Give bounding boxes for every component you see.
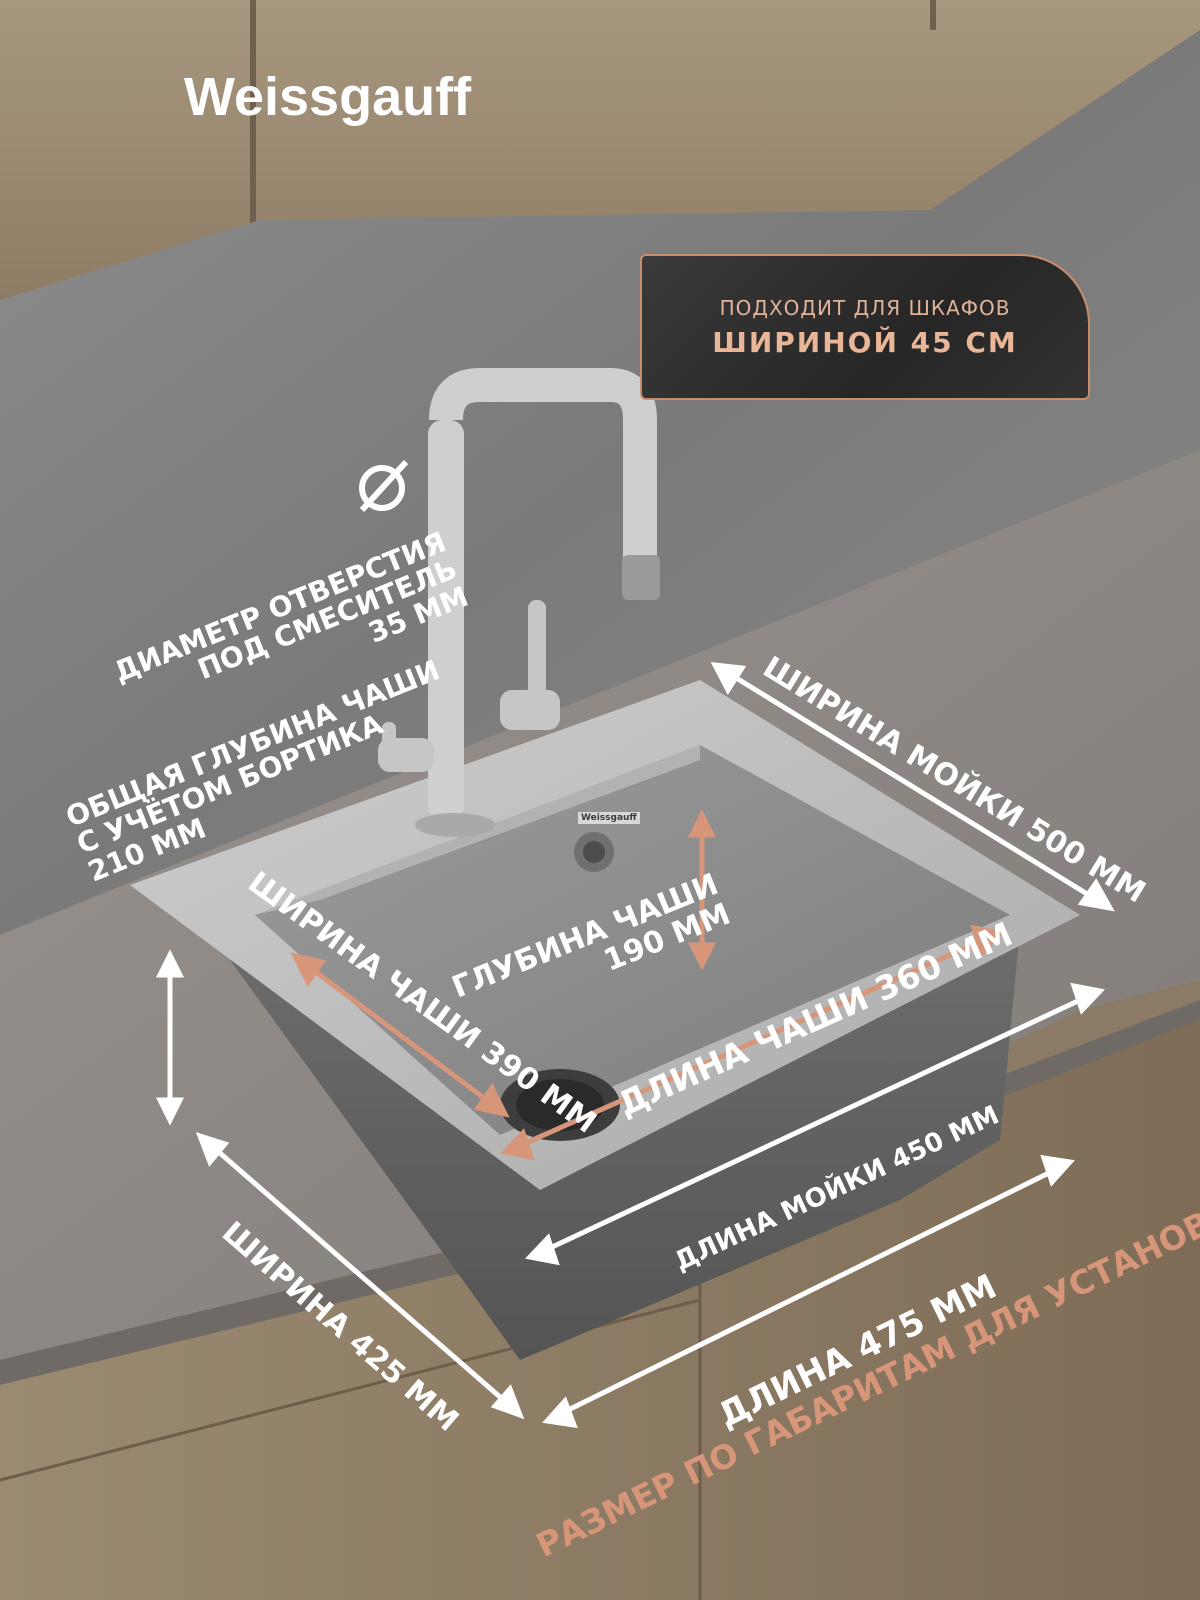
cabinet-width-badge: ПОДХОДИТ ДЛЯ ШКАФОВ ШИРИНОЙ 45 СМ — [640, 254, 1090, 400]
sink-brand-plate: Weissgauff — [578, 812, 640, 824]
badge-line-2: ШИРИНОЙ 45 СМ — [712, 325, 1018, 359]
badge-line-1: ПОДХОДИТ ДЛЯ ШКАФОВ — [719, 295, 1011, 320]
brand-logo: Weissgauff — [184, 67, 472, 127]
diameter-icon — [359, 459, 409, 513]
sink-bowl — [255, 745, 1010, 1135]
